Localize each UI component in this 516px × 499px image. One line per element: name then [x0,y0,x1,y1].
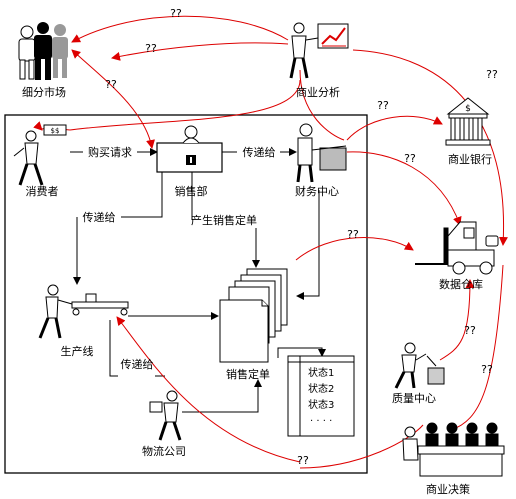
segment-market-icon [18,22,68,80]
data-warehouse-icon [415,221,499,275]
business-decision-label: 商业决策 [426,482,470,496]
data-warehouse-label: 数据仓库 [439,277,483,291]
consumer-label: 消费者 [26,184,59,198]
consumer-icon: $$ [13,124,67,186]
finance-center-label: 财务中心 [295,184,339,198]
unknown-label: ?? [297,454,309,467]
unknown-label: ?? [170,7,182,20]
sales-orders-label: 销售定单 [226,367,270,381]
unknown-label: ?? [347,228,359,241]
segment-market-label: 细分市场 [22,85,66,99]
purchase-request-label: 购买请求 [88,145,132,159]
transfer-to-finance-label: 传递给 [243,145,276,159]
transfer-to-production-label: 传递给 [83,210,116,224]
enterprise-boundary [4,114,368,474]
finance-center-icon [296,123,347,183]
order-state-item: 状态3 [308,398,334,411]
unknown-label: ?? [464,324,476,337]
sales-dept-icon [156,125,223,173]
order-state-item: 状态2 [308,382,334,395]
quality-center-label: 质量中心 [392,392,436,405]
sales-dept-label: 销售部 [175,184,208,198]
production-line-label: 生产线 [61,344,94,358]
unknown-label: ?? [105,78,117,91]
business-analysis-label: 商业分析 [296,85,340,99]
commercial-bank-icon: $ [445,97,491,146]
unknown-label: ?? [404,152,416,165]
quality-center-icon [394,342,445,389]
unknown-link-labels: ?? ?? ?? ?? ?? ?? ?? ?? ?? ?? [105,7,498,467]
transfer-to-logistics-label: 传递给 [121,357,154,371]
order-state-item: · · · · [310,416,332,427]
unknown-label: ?? [481,363,493,376]
unknown-label: ?? [377,99,389,112]
svg-text:$$: $$ [51,127,60,135]
black-flows [70,148,326,413]
sales-orders-icon [219,268,288,363]
svg-text:$: $ [465,104,471,114]
unknown-label: ?? [486,68,498,81]
order-state-item: 状态1 [308,366,334,379]
order-state-table: 状态1 状态2 状态3 · · · · [287,355,355,437]
commercial-bank-label: 商业银行 [448,152,492,166]
business-decision-icon [402,422,505,477]
logistics-company-icon [149,390,182,441]
generate-order-label: 产生销售定单 [191,213,257,227]
logistics-company-label: 物流公司 [142,444,186,458]
production-line-icon [38,284,129,339]
business-analysis-icon [289,22,349,79]
unknown-label: ?? [145,42,157,55]
